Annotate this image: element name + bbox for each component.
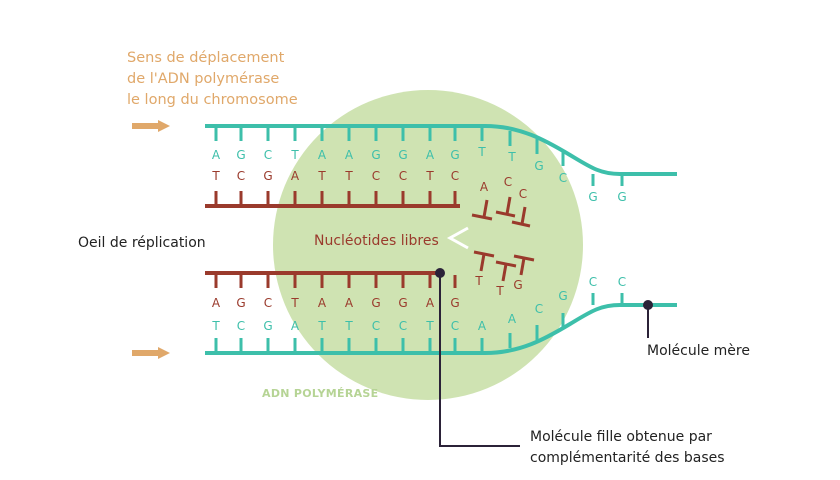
top-daughter-bases: T C G A T T C C T C: [211, 169, 459, 183]
base-letter: T: [317, 319, 326, 333]
base-letter: T: [477, 145, 486, 159]
base-letter: G: [617, 190, 626, 204]
base-letter: C: [372, 169, 380, 183]
base-letter: C: [237, 319, 245, 333]
dna-polymerase-circle: [273, 90, 583, 400]
daughter-molecule-label-line-1: Molécule fille obtenue par: [530, 429, 712, 445]
direction-label-line-3: le long du chromosome: [127, 92, 298, 108]
base-letter: G: [236, 296, 245, 310]
fork-chevron: [446, 226, 469, 250]
free-nucleotides-lower-bases: T T G: [474, 274, 522, 298]
bottom-parent-strand: [205, 303, 677, 355]
base-letter: G: [263, 319, 272, 333]
base-letter: G: [398, 148, 407, 162]
free-nucleotides-label: Nucléotides libres: [314, 233, 439, 249]
base-letter: T: [211, 169, 220, 183]
free-nucleotides-upper: [471, 196, 531, 228]
base-letter: C: [399, 169, 407, 183]
base-letter: C: [559, 171, 567, 185]
base-letter: G: [236, 148, 245, 162]
base-letter: A: [426, 148, 435, 162]
top-parent-strand: [205, 124, 677, 176]
base-letter: T: [344, 319, 353, 333]
base-letter: C: [264, 296, 272, 310]
direction-arrow-bottom: [132, 347, 170, 359]
base-letter: T: [495, 284, 504, 298]
daughter-molecule-label-line-2: complémentarité des bases: [530, 450, 725, 466]
top-parent-rungs: [214, 126, 624, 186]
base-letter: A: [318, 148, 327, 162]
base-letter: T: [344, 169, 353, 183]
base-letter: C: [451, 319, 459, 333]
base-letter: C: [372, 319, 380, 333]
free-nucleotide: [513, 254, 535, 276]
bottom-daughter-rungs: [214, 273, 457, 288]
free-nucleotides-upper-bases: A C C: [480, 175, 527, 201]
base-letter: C: [504, 175, 512, 189]
base-letter: G: [513, 278, 522, 292]
base-letter: G: [263, 169, 272, 183]
base-letter: C: [264, 148, 272, 162]
base-letter: A: [318, 296, 327, 310]
base-letter: C: [519, 187, 527, 201]
base-letter: A: [212, 296, 221, 310]
base-letter: A: [508, 312, 517, 326]
base-letter: G: [450, 148, 459, 162]
base-letter: A: [426, 296, 435, 310]
free-nucleotide: [511, 206, 531, 228]
bottom-parent-bases: T C G A T T C C T C A A C G C C: [211, 275, 626, 333]
base-letter: T: [211, 319, 220, 333]
base-letter: G: [450, 296, 459, 310]
replication-eye-label: Oeil de réplication: [78, 235, 206, 251]
base-letter: G: [558, 289, 567, 303]
base-letter: T: [474, 274, 483, 288]
base-letter: T: [507, 150, 516, 164]
daughter-molecule-pointer: [435, 268, 520, 447]
free-nucleotide: [495, 196, 516, 218]
free-nucleotide: [471, 199, 493, 221]
direction-label-line-2: de l'ADN polymérase: [127, 71, 279, 87]
bottom-daughter-bases: A G C T A A G G A G: [212, 296, 460, 310]
base-letter: A: [345, 148, 354, 162]
base-letter: G: [371, 148, 380, 162]
base-letter: G: [398, 296, 407, 310]
base-letter: A: [478, 319, 487, 333]
base-letter: A: [291, 169, 300, 183]
base-letter: T: [425, 319, 434, 333]
direction-arrow-top: [132, 120, 170, 132]
enzyme-label: ADN POLYMÉRASE: [262, 387, 378, 400]
top-parent-bases: A G C T A A G G A G T T G C G G: [212, 145, 627, 204]
base-letter: G: [371, 296, 380, 310]
free-nucleotide: [473, 250, 495, 272]
base-letter: A: [480, 180, 489, 194]
base-letter: G: [588, 190, 597, 204]
mother-molecule-label: Molécule mère: [647, 343, 750, 359]
base-letter: C: [618, 275, 626, 289]
daughter-molecule-label: Molécule fille obtenue par complémentari…: [530, 429, 725, 466]
base-letter: T: [425, 169, 434, 183]
direction-label-line-1: Sens de déplacement: [127, 50, 285, 66]
base-letter: T: [317, 169, 326, 183]
base-letter: G: [534, 159, 543, 173]
base-letter: T: [290, 296, 299, 310]
base-letter: C: [535, 302, 543, 316]
base-letter: C: [589, 275, 597, 289]
base-letter: C: [399, 319, 407, 333]
free-nucleotide: [495, 260, 517, 282]
mother-molecule-pointer: [643, 300, 653, 338]
base-letter: A: [291, 319, 300, 333]
top-daughter-rungs: [214, 191, 457, 206]
base-letter: A: [212, 148, 221, 162]
base-letter: A: [345, 296, 354, 310]
base-letter: C: [237, 169, 245, 183]
bottom-parent-rungs: [214, 293, 624, 353]
free-nucleotides-lower: [473, 250, 535, 282]
base-letter: C: [451, 169, 459, 183]
base-letter: T: [290, 148, 299, 162]
direction-label: Sens de déplacement de l'ADN polymérase …: [127, 50, 298, 108]
